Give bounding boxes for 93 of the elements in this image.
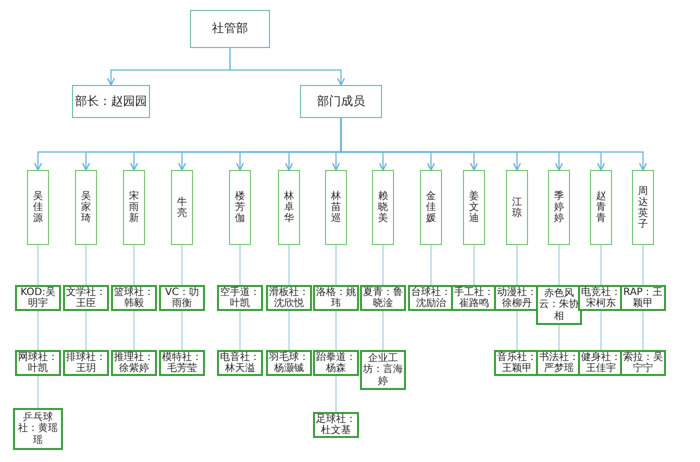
member-box [372, 170, 394, 245]
node-label: 健身社：王佳宇 [580, 352, 622, 374]
org-box [72, 85, 150, 118]
node-label: 部长：赵园园 [75, 94, 147, 108]
node-label: 企业工坊：言海婷 [362, 352, 404, 388]
connector-line [642, 245, 644, 285]
node-label: 足球社：杜文基 [315, 414, 357, 436]
node-label: 夏青：鲁晓淦 [362, 286, 404, 310]
node-label: 篮球社：韩毅 [113, 286, 155, 310]
connector-line [558, 245, 560, 285]
node-label: 洛格：姚玮 [315, 286, 357, 310]
node-label: 台球社：沈励治 [410, 286, 452, 310]
club-box [159, 285, 205, 311]
member-box [278, 170, 300, 245]
node-label: 赖晓美 [378, 191, 388, 224]
node-label: 羽毛球：杨灏铖 [268, 352, 310, 374]
club-box [15, 285, 61, 311]
member-box [75, 170, 97, 245]
node-label: 书法社：严梦瑶 [538, 352, 580, 374]
node-label: 电音社：林天溢 [219, 352, 261, 374]
connector-line [600, 245, 602, 285]
node-label: 跆拳道：杨森 [315, 352, 357, 374]
node-label: 林苗巡 [331, 191, 341, 224]
node-label: 楼芳伽 [235, 191, 245, 224]
connector-line [181, 245, 183, 285]
node-label: 索拉：吴宁宁 [622, 352, 664, 374]
member-box [420, 170, 442, 245]
node-label: 赵青青 [596, 191, 606, 224]
node-label: 模特社：毛芳莹 [161, 352, 203, 374]
connector-line [239, 311, 241, 350]
node-label: 牛亮 [177, 196, 187, 218]
connector-line [600, 311, 602, 350]
connector-line [37, 311, 39, 350]
node-label: 吴家琦 [81, 191, 91, 224]
node-label: 赤色风云：朱协相 [538, 288, 580, 322]
connector-line [85, 245, 87, 285]
connector-line [516, 245, 518, 285]
node-label: 滑板社：沈欣悦 [268, 286, 310, 310]
node-label: 宋雨新 [129, 191, 139, 224]
member-box [506, 170, 528, 245]
connector-line [133, 311, 135, 350]
connector-line [516, 311, 518, 350]
connector-line [239, 245, 241, 285]
member-box [27, 170, 49, 245]
node-label: 电竞社：宋柯东 [580, 286, 622, 310]
node-label: 林卓华 [284, 191, 294, 224]
connector-line [382, 311, 384, 350]
node-label: 金佳媛 [426, 191, 436, 224]
connector-line [335, 245, 337, 285]
node-label: 空手道：叶凯 [219, 286, 261, 310]
node-label: KOD:吴明宇 [20, 286, 56, 310]
org-box [300, 85, 382, 118]
node-label: 乒乓球社：黄瑶瑶 [17, 412, 59, 446]
member-box [463, 170, 485, 245]
node-label: 排球社：王玥 [65, 352, 107, 374]
connector-line [181, 311, 183, 350]
arrow [229, 48, 346, 86]
connector-line [288, 245, 290, 285]
node-label: 动漫社：徐柳丹 [496, 286, 538, 310]
node-label: 姜文迪 [469, 191, 479, 224]
node-label: 周达英子 [638, 186, 648, 230]
member-box [171, 170, 193, 245]
member-box [229, 170, 251, 245]
node-label: 音乐社：王颖甲 [496, 352, 538, 374]
node-label: 推理社：徐紫婷 [113, 352, 155, 374]
connector-line [37, 245, 39, 285]
node-label: 社管部 [212, 22, 248, 36]
node-label: RAP：王颖甲 [622, 286, 664, 310]
node-label: 文学社：王臣 [65, 286, 107, 310]
connector-line [473, 245, 475, 285]
node-label: 江琼 [512, 196, 522, 218]
node-label: 吴佳源 [33, 191, 43, 224]
node-label: 季婷婷 [554, 191, 564, 224]
org-box [190, 10, 270, 48]
node-label: VC：叻雨衡 [164, 286, 200, 310]
connector-line [85, 311, 87, 350]
connector-line [37, 376, 39, 408]
node-label: 手工社：崔路鸣 [453, 286, 495, 310]
node-label: 网球社：叶凯 [17, 352, 59, 374]
connector-line [335, 311, 337, 350]
node-label: 部门成员 [317, 94, 365, 108]
connector-line [558, 325, 560, 350]
member-box [632, 170, 654, 245]
connector-line [288, 311, 290, 350]
member-box [590, 170, 612, 245]
connector-line [642, 311, 644, 350]
connector-line [430, 245, 432, 285]
connector-line [335, 376, 337, 412]
connector-line [133, 245, 135, 285]
member-box [548, 170, 570, 245]
member-box [325, 170, 347, 245]
connector-line [382, 245, 384, 285]
member-box [123, 170, 145, 245]
